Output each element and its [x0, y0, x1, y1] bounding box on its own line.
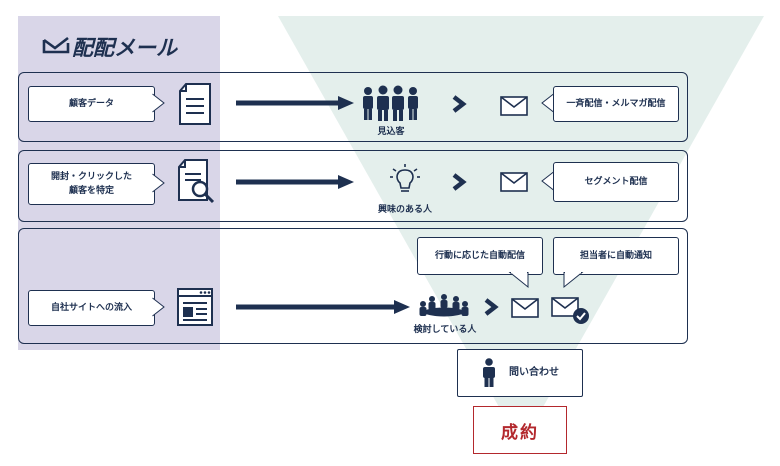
- bubble-pointer-1: [152, 93, 165, 113]
- flow-arrow-2: [236, 175, 354, 189]
- people-group-icon: [363, 85, 418, 121]
- row-1: [18, 72, 688, 142]
- person-icon: [483, 358, 495, 387]
- bubble-pointer-2: [152, 173, 165, 193]
- mail-check-icon: [551, 297, 589, 324]
- source-bubble-3: 自社サイトへの流入: [28, 290, 155, 326]
- bubble-pointer-down-2: [563, 271, 584, 289]
- auto-delivery-bubble: 行動に応じた自動配信: [417, 237, 543, 275]
- notify-label: 担当者に自動通知: [579, 251, 652, 261]
- document-search-icon: [178, 159, 215, 204]
- target-caption-1: 見込客: [377, 127, 405, 137]
- webpage-icon: [177, 288, 213, 326]
- bubble-pointer-left-2: [541, 171, 554, 191]
- logo: 配配メール: [42, 32, 177, 62]
- lightbulb-icon: [390, 164, 420, 192]
- meeting-group-icon: [419, 294, 469, 317]
- inquiry-label: 問い合わせ: [509, 367, 559, 378]
- row-2: [18, 150, 688, 222]
- target-caption-2: 興味のある人: [377, 205, 432, 215]
- bubble-pointer-left-1: [541, 93, 554, 113]
- row-3: [18, 228, 688, 344]
- document-icon: [179, 83, 211, 125]
- delivery-bubble-2: セグメント配信: [553, 162, 679, 202]
- result-box: 成約: [473, 406, 567, 454]
- source-label-2b: 顧客を特定: [68, 186, 114, 196]
- notify-bubble: 担当者に自動通知: [553, 237, 679, 275]
- mail-icon: [511, 298, 539, 318]
- mail-logo-icon: [42, 36, 70, 60]
- chevron-right-icon: [484, 298, 499, 316]
- bubble-pointer-3: [152, 297, 165, 317]
- source-bubble-1: 顧客データ: [28, 86, 155, 122]
- mail-icon: [500, 172, 528, 192]
- bubble-pointer-down-1: [508, 271, 529, 289]
- chevron-right-icon: [452, 173, 467, 191]
- result-label: 成約: [501, 422, 539, 443]
- logo-text: 配配メール: [72, 36, 177, 60]
- source-label-2a: 開封・クリックした: [50, 172, 132, 182]
- delivery-label-2: セグメント配信: [584, 177, 648, 187]
- delivery-label-1: 一斉配信・メルマガ配信: [566, 99, 666, 109]
- chevron-right-icon: [452, 95, 467, 113]
- source-label-3: 自社サイトへの流入: [50, 303, 132, 313]
- inquiry-box: 問い合わせ: [457, 349, 583, 397]
- source-bubble-2: 開封・クリックした 顧客を特定: [28, 163, 155, 205]
- source-label-1: 顧客データ: [68, 99, 114, 109]
- delivery-bubble-1: 一斉配信・メルマガ配信: [553, 86, 679, 122]
- flow-arrow-1: [236, 96, 354, 110]
- target-caption-3: 検討している人: [413, 325, 477, 335]
- flow-arrow-3: [236, 300, 410, 314]
- auto-delivery-label: 行動に応じた自動配信: [434, 251, 525, 261]
- mail-icon: [500, 96, 528, 116]
